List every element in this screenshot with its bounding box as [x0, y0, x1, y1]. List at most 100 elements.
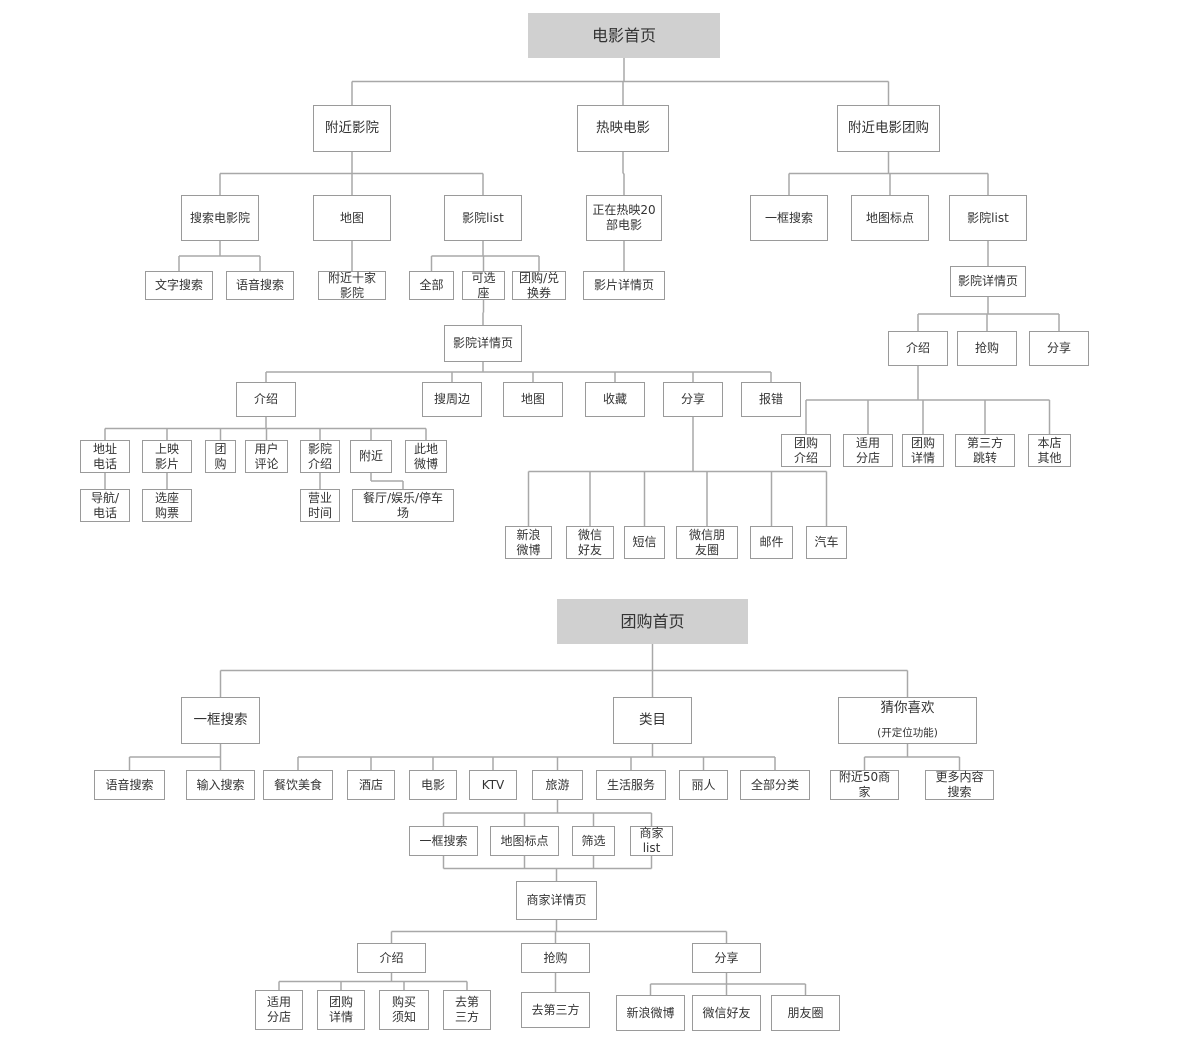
node-category[interactable]: 类目 — [613, 697, 692, 744]
node-share-sina-weibo[interactable]: 新浪微博 — [505, 526, 552, 559]
node-label-line: 丽人 — [691, 777, 716, 792]
node-group-store-other[interactable]: 本店其他 — [1028, 434, 1071, 467]
node-nearby-movie-groupbuy[interactable]: 附近电影团购 — [837, 105, 940, 152]
node-nearby-cinemas[interactable]: 附近影院 — [313, 105, 391, 152]
node-cat-filter[interactable]: 筛选 — [572, 826, 615, 856]
node-input-search[interactable]: 输入搜索 — [186, 770, 255, 800]
node-label-line: 部电影 — [605, 218, 642, 232]
node-label-line: 筛选 — [581, 833, 606, 848]
node-label-line: 好友 — [577, 542, 602, 557]
node-go-third-party[interactable]: 去第三方 — [443, 990, 491, 1030]
node-navigation-phone[interactable]: 导航/电话 — [80, 489, 130, 522]
node-group-applicable-stores[interactable]: 适用分店 — [843, 434, 893, 467]
node-favorite[interactable]: 收藏 — [585, 382, 645, 417]
node-group-rush-buy[interactable]: 抢购 — [957, 331, 1017, 366]
node-share-wechat-moments[interactable]: 微信朋友圈 — [676, 526, 738, 559]
node-sina-weibo[interactable]: 新浪微博 — [616, 995, 685, 1031]
node-label-line: 分享 — [680, 392, 705, 406]
node-address-phone[interactable]: 地址电话 — [80, 440, 130, 473]
node-ktv[interactable]: KTV — [469, 770, 517, 800]
node-group-buy-details[interactable]: 团购详情 — [902, 434, 944, 467]
node-food-dining[interactable]: 餐饮美食 — [263, 770, 333, 800]
node-restaurant-entertainment-parking[interactable]: 餐厅/娱乐/停车场 — [352, 489, 454, 522]
node-cinema-detail[interactable]: 影院详情页 — [444, 325, 522, 362]
node-nearby-50-merchants[interactable]: 附近50商家 — [830, 770, 899, 800]
node-groupbuy-home[interactable]: 团购首页 — [557, 599, 748, 644]
node-all[interactable]: 全部 — [409, 271, 454, 300]
node-label-line: 微信好友 — [702, 1005, 751, 1020]
node-label-line: 语音搜索 — [235, 278, 284, 292]
node-merchant-groupbuy-details[interactable]: 团购详情 — [317, 990, 365, 1030]
node-share-car[interactable]: 汽车 — [806, 526, 847, 559]
node-life-services[interactable]: 生活服务 — [596, 770, 666, 800]
node-nearest-ten-cinemas[interactable]: 附近十家影院 — [318, 271, 386, 300]
node-label-line: 输入搜索 — [196, 777, 245, 792]
node-share-mail[interactable]: 邮件 — [750, 526, 793, 559]
node-merchant-intro[interactable]: 介绍 — [357, 943, 426, 973]
node-cat-map-pins[interactable]: 地图标点 — [490, 826, 559, 856]
node-travel[interactable]: 旅游 — [532, 770, 583, 800]
node-guess-you-like[interactable]: 猜你喜欢(开定位功能) — [838, 697, 977, 744]
node-map-2[interactable]: 地图 — [503, 382, 563, 417]
node-wechat-moments[interactable]: 朋友圈 — [771, 995, 840, 1031]
node-merchant-detail[interactable]: 商家详情页 — [516, 881, 597, 920]
node-movie[interactable]: 电影 — [409, 770, 457, 800]
node-to-third-party[interactable]: 去第三方 — [521, 992, 590, 1028]
node-group-third-party-jump[interactable]: 第三方跳转 — [955, 434, 1015, 467]
node-intro[interactable]: 介绍 — [236, 382, 296, 417]
node-group-intro[interactable]: 介绍 — [888, 331, 948, 366]
node-one-box-search[interactable]: 一框搜索 — [181, 697, 260, 744]
node-report-error[interactable]: 报错 — [741, 382, 801, 417]
node-search-around[interactable]: 搜周边 — [422, 382, 482, 417]
node-wechat-friend[interactable]: 微信好友 — [692, 995, 761, 1031]
node-seat-selectable[interactable]: 可选座 — [462, 271, 505, 300]
node-user-reviews[interactable]: 用户评论 — [245, 440, 288, 473]
node-label-line: 详情 — [328, 1010, 353, 1024]
node-movie-home[interactable]: 电影首页 — [528, 13, 720, 58]
node-label-line: 附近50商 — [838, 770, 891, 784]
node-share-wechat-friend[interactable]: 微信好友 — [566, 526, 614, 559]
node-beauty[interactable]: 丽人 — [679, 770, 728, 800]
node-merchant-share[interactable]: 分享 — [692, 943, 761, 973]
node-cat-one-box-search[interactable]: 一框搜索 — [409, 826, 478, 856]
node-search-cinema[interactable]: 搜索电影院 — [181, 195, 259, 241]
node-hot-movies[interactable]: 热映电影 — [577, 105, 669, 152]
node-group-one-box-search[interactable]: 一框搜索 — [750, 195, 828, 241]
node-label-line: 生活服务 — [606, 777, 655, 792]
node-label-line: 商家详情页 — [526, 893, 587, 907]
node-seat-purchase[interactable]: 选座购票 — [142, 489, 192, 522]
node-group-share[interactable]: 分享 — [1029, 331, 1089, 366]
node-voice-search-2[interactable]: 语音搜索 — [94, 770, 165, 800]
node-business-hours[interactable]: 营业时间 — [300, 489, 340, 522]
node-share[interactable]: 分享 — [663, 382, 723, 417]
node-group-buy-intro[interactable]: 团购介绍 — [781, 434, 831, 467]
node-label-line: 类目 — [639, 712, 666, 728]
node-group-cinema-list[interactable]: 影院list — [949, 195, 1027, 241]
node-hotel[interactable]: 酒店 — [347, 770, 395, 800]
node-purchase-notice[interactable]: 购买须知 — [379, 990, 429, 1030]
node-label-line: 附近十家 — [327, 270, 376, 285]
node-showing-movies[interactable]: 上映影片 — [142, 440, 192, 473]
node-all-categories[interactable]: 全部分类 — [740, 770, 810, 800]
node-label-line: 团购 — [910, 435, 935, 450]
node-more-content-search[interactable]: 更多内容搜索 — [925, 770, 994, 800]
node-map[interactable]: 地图 — [313, 195, 391, 241]
node-share-sms[interactable]: 短信 — [624, 526, 665, 559]
node-local-weibo[interactable]: 此地微博 — [405, 440, 447, 473]
node-voice-search[interactable]: 语音搜索 — [226, 271, 294, 300]
node-groupbuy[interactable]: 团购 — [205, 440, 236, 473]
node-label-line: 附近影院 — [325, 120, 379, 136]
node-group-map-pins[interactable]: 地图标点 — [851, 195, 929, 241]
node-text-search[interactable]: 文字搜索 — [145, 271, 213, 300]
node-cinema-list[interactable]: 影院list — [444, 195, 522, 241]
node-groupbuy-voucher[interactable]: 团购/兑换券 — [512, 271, 566, 300]
node-merchant-applicable-stores[interactable]: 适用分店 — [255, 990, 303, 1030]
node-cinema-intro[interactable]: 影院介绍 — [300, 440, 340, 473]
node-merchant-rush-buy[interactable]: 抢购 — [521, 943, 590, 973]
node-movie-detail[interactable]: 影片详情页 — [583, 271, 665, 300]
node-nearby[interactable]: 附近 — [350, 440, 392, 473]
node-label-line: 介绍 — [905, 341, 930, 355]
node-group-cinema-detail[interactable]: 影院详情页 — [950, 266, 1026, 297]
